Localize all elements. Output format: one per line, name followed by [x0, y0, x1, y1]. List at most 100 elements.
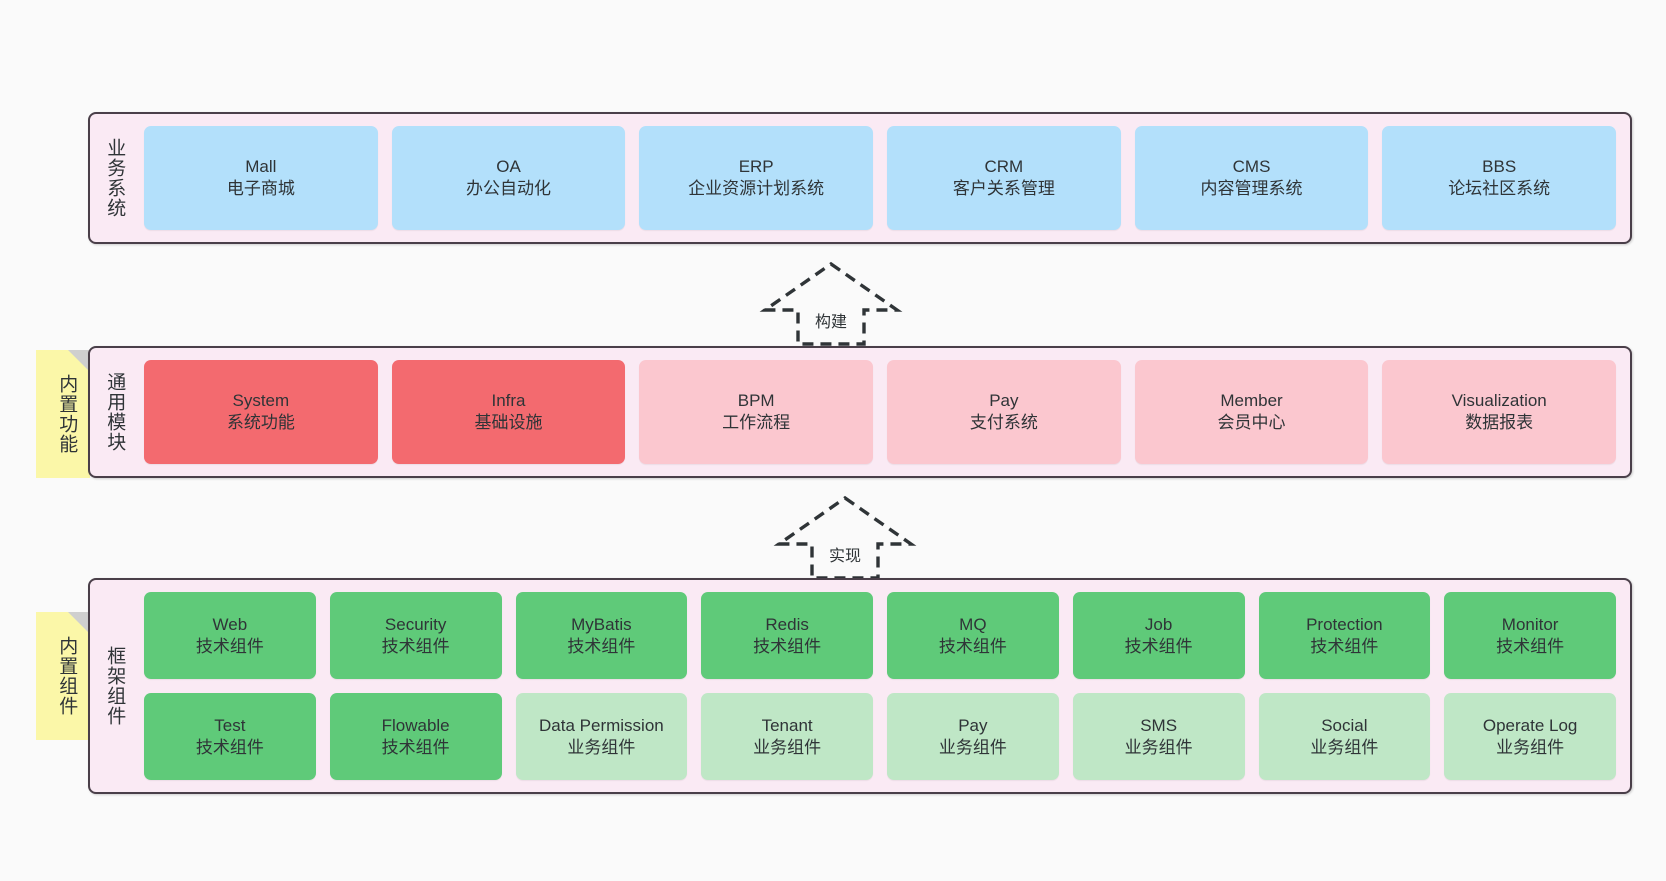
card-subtitle: 业务组件	[753, 737, 822, 757]
card-title: Tenant	[761, 715, 813, 735]
card-subtitle: 业务组件	[1124, 737, 1193, 757]
card-title: Social	[1321, 715, 1368, 735]
framework-card-test[interactable]: Test 技术组件	[144, 693, 316, 780]
business-card-crm[interactable]: CRM 客户关系管理	[887, 126, 1121, 230]
module-card-system[interactable]: System 系统功能	[144, 360, 378, 464]
business-system-layer: 业务系统 Mall 电子商城 OA 办公自动化 ERP 企业资源计划系统 CRM…	[88, 112, 1632, 244]
card-subtitle: 技术组件	[1310, 636, 1379, 656]
module-card-member[interactable]: Member 会员中心	[1134, 360, 1369, 464]
card-subtitle: 技术组件	[195, 737, 264, 757]
framework-components-layer: 框架组件 Web 技术组件 Security 技术组件 MyBatis 技术组件…	[88, 578, 1632, 794]
card-subtitle: 客户关系管理	[952, 179, 1055, 198]
card-subtitle: 技术组件	[1124, 636, 1193, 656]
card-subtitle: 技术组件	[938, 636, 1007, 656]
framework-card-data-permission[interactable]: Data Permission 业务组件	[515, 693, 688, 780]
common-modules-row: System 系统功能 Infra 基础设施 BPM 工作流程 Pay 支付系统…	[144, 360, 1617, 464]
framework-card-operate-log[interactable]: Operate Log 业务组件	[1444, 693, 1616, 780]
card-subtitle: 技术组件	[1496, 636, 1565, 656]
card-title: Job	[1144, 614, 1173, 634]
card-title: Security	[384, 614, 447, 634]
card-subtitle: 数据报表	[1465, 413, 1534, 432]
sticky-note-builtin-components: 内置组件	[36, 612, 90, 740]
card-title: Flowable	[381, 715, 450, 735]
card-title: Web	[212, 614, 248, 634]
card-subtitle: 论坛社区系统	[1448, 179, 1551, 198]
card-title: ERP	[738, 157, 774, 177]
card-title: Monitor	[1501, 614, 1559, 634]
implement-arrow-shape	[773, 495, 917, 580]
card-subtitle: 会员中心	[1217, 413, 1286, 432]
framework-card-monitor[interactable]: Monitor 技术组件	[1444, 592, 1616, 679]
implement-arrow-label: 实现	[828, 548, 861, 565]
card-subtitle: 内容管理系统	[1200, 179, 1303, 198]
business-system-row: Mall 电子商城 OA 办公自动化 ERP 企业资源计划系统 CRM 客户关系…	[144, 126, 1617, 230]
card-subtitle: 技术组件	[381, 636, 450, 656]
business-card-mall[interactable]: Mall 电子商城	[144, 126, 378, 230]
card-subtitle: 业务组件	[567, 737, 636, 757]
card-title: Pay	[989, 391, 1019, 411]
business-card-cms[interactable]: CMS 内容管理系统	[1134, 126, 1369, 230]
module-card-pay[interactable]: Pay 支付系统	[887, 360, 1121, 464]
business-system-cards: Mall 电子商城 OA 办公自动化 ERP 企业资源计划系统 CRM 客户关系…	[138, 114, 1630, 242]
card-subtitle: 技术组件	[753, 636, 822, 656]
module-card-bpm[interactable]: BPM 工作流程	[639, 360, 874, 464]
module-card-visualization[interactable]: Visualization 数据报表	[1382, 360, 1617, 464]
card-subtitle: 电子商城	[226, 179, 295, 198]
framework-card-social[interactable]: Social 业务组件	[1258, 693, 1431, 780]
card-subtitle: 业务组件	[938, 737, 1007, 757]
card-subtitle: 技术组件	[381, 737, 450, 757]
framework-card-job[interactable]: Job 技术组件	[1072, 592, 1245, 679]
card-title: CRM	[984, 157, 1024, 177]
framework-card-pay[interactable]: Pay 业务组件	[887, 693, 1059, 780]
build-arrow-shape	[759, 261, 903, 346]
framework-card-tenant[interactable]: Tenant 业务组件	[701, 693, 873, 780]
card-title: Redis	[765, 614, 809, 634]
common-modules-caption: 通用模块	[104, 372, 126, 452]
card-title: CMS	[1232, 157, 1271, 177]
implement-arrow: 实现	[770, 492, 920, 582]
business-system-caption: 业务系统	[104, 138, 126, 218]
card-subtitle: 业务组件	[1310, 737, 1379, 757]
sticky-note-builtin-features: 内置功能	[36, 350, 90, 478]
card-subtitle: 技术组件	[195, 636, 264, 656]
build-arrow: 构建	[756, 258, 906, 348]
framework-card-security[interactable]: Security 技术组件	[329, 592, 502, 679]
framework-components-caption: 框架组件	[104, 646, 126, 726]
sticky-note-text: 内置功能	[56, 374, 78, 454]
card-title: OA	[496, 157, 521, 177]
card-title: Data Permission	[539, 715, 664, 735]
card-subtitle: 业务组件	[1496, 737, 1565, 757]
framework-card-protection[interactable]: Protection 技术组件	[1258, 592, 1431, 679]
card-title: MyBatis	[571, 614, 632, 634]
card-title: SMS	[1140, 715, 1178, 735]
sticky-note-text: 内置组件	[56, 636, 78, 716]
framework-tech-row: Web 技术组件 Security 技术组件 MyBatis 技术组件 Redi…	[144, 592, 1616, 679]
framework-card-mq[interactable]: MQ 技术组件	[887, 592, 1059, 679]
business-card-oa[interactable]: OA 办公自动化	[391, 126, 626, 230]
card-title: Operate Log	[1482, 715, 1578, 735]
business-card-erp[interactable]: ERP 企业资源计划系统	[639, 126, 874, 230]
framework-card-flowable[interactable]: Flowable 技术组件	[329, 693, 502, 780]
business-card-bbs[interactable]: BBS 论坛社区系统	[1382, 126, 1617, 230]
framework-card-sms[interactable]: SMS 业务组件	[1072, 693, 1245, 780]
card-subtitle: 技术组件	[567, 636, 636, 656]
card-subtitle: 企业资源计划系统	[688, 179, 825, 198]
card-subtitle: 基础设施	[474, 413, 543, 432]
build-arrow-label: 构建	[814, 314, 847, 331]
card-subtitle: 工作流程	[722, 413, 791, 432]
card-title: Visualization	[1451, 391, 1547, 411]
module-card-infra[interactable]: Infra 基础设施	[391, 360, 626, 464]
common-modules-cards: System 系统功能 Infra 基础设施 BPM 工作流程 Pay 支付系统…	[138, 348, 1630, 476]
framework-card-mybatis[interactable]: MyBatis 技术组件	[515, 592, 688, 679]
card-title: BPM	[737, 391, 775, 411]
framework-card-redis[interactable]: Redis 技术组件	[701, 592, 873, 679]
framework-card-web[interactable]: Web 技术组件	[144, 592, 316, 679]
card-title: Test	[214, 715, 246, 735]
card-title: Infra	[491, 391, 526, 411]
framework-business-row: Test 技术组件 Flowable 技术组件 Data Permission …	[144, 693, 1616, 780]
card-title: MQ	[959, 614, 987, 634]
card-subtitle: 办公自动化	[466, 179, 551, 198]
card-title: Protection	[1306, 614, 1383, 634]
card-title: Member	[1220, 391, 1283, 411]
common-modules-layer: 通用模块 System 系统功能 Infra 基础设施 BPM 工作流程 Pay…	[88, 346, 1632, 478]
